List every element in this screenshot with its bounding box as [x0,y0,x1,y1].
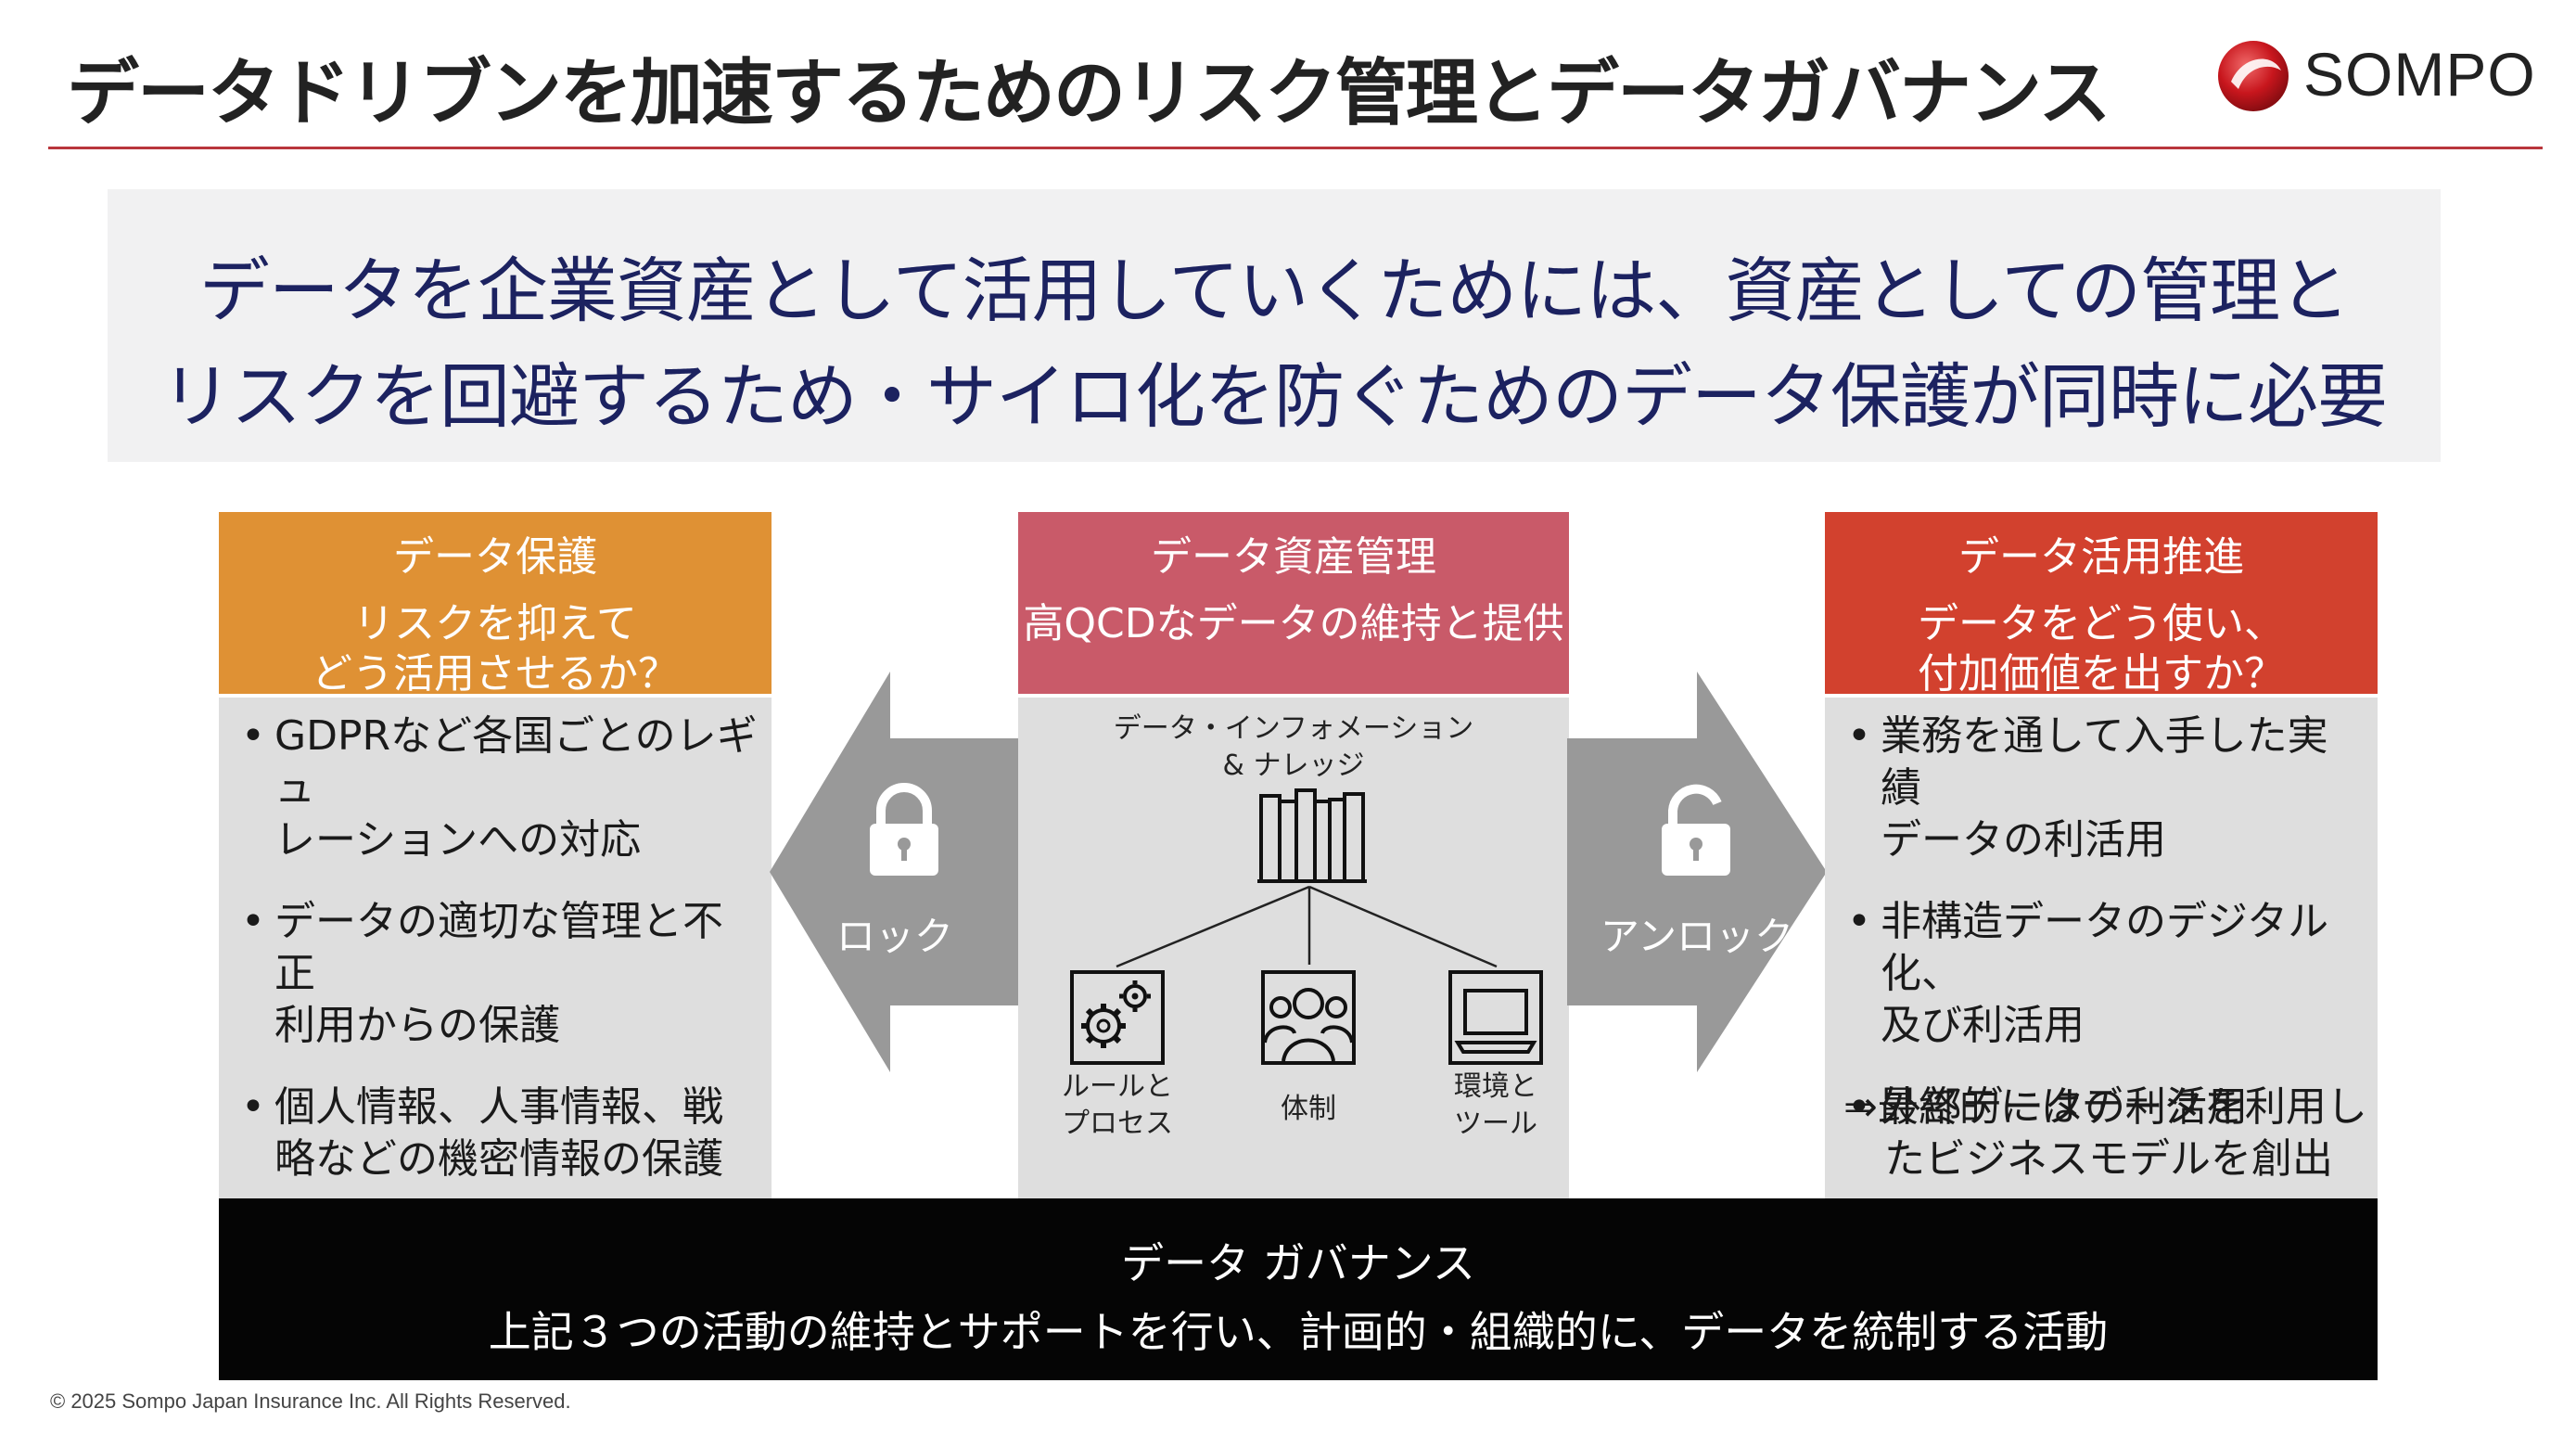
list-item: • データの適切な管理と不正 利用からの保護 [241,898,723,1049]
lock-arrow: ロック [770,672,1020,1072]
list-item: • 非構造データのデジタル化、 及び利活用 [1847,898,2329,1049]
list-item: • GDPRなど各国ごとのレギュ レーションへの対応 [241,712,758,864]
people-icon [1261,970,1356,1065]
data-asset-title: データ資産管理 [1151,533,1436,581]
data-protection-title: データ保護 [393,533,597,581]
organization-label: 体制 [1281,1093,1336,1125]
logo-text: SOMPO [2303,40,2536,109]
lock-icon [870,783,938,876]
banner-line-2: リスクを回避するため・サイロ化を防ぐためのデータ保護が同時に必要 [161,355,2388,438]
list-item: • 外部データの利活用 [1847,1083,2248,1131]
data-utilization-title: データ活用推進 [1958,533,2244,581]
data-utilization-header: データ活用推進 データをどう使い、 付加価値を出すか？ [1825,512,2378,698]
di-label: データ・インフォメーション & ナレッジ [1113,712,1474,782]
data-utilization-subtitle-2: 付加価値を出すか？ [1918,650,2285,698]
page-title: データドリブンを加速するためのリスク管理とデータガバナンス [67,52,2111,135]
list-item: • 業務を通して入手した実績 データの利活用 [1847,712,2328,864]
books-icon [1257,788,1367,883]
copyright: © 2025 Sompo Japan Insurance Inc. All Ri… [50,1389,571,1413]
data-asset-subtitle: 高QCDなデータの維持と提供 [1023,600,1564,647]
data-utilization-subtitle-1: データをどう使い、 [1918,600,2285,647]
environment-tools-label: 環境と ツール [1454,1070,1537,1140]
key-message-banner: データを企業資産として活用していくためには、資産としての管理と リスクを回避する… [108,189,2441,462]
governance-title: データ ガバナンス [1121,1238,1475,1288]
sompo-logo-icon [2218,41,2289,111]
utilization-conclusion: ⇒最終的にはデータを利用し たビジネスモデルを創出 [1843,1083,2367,1183]
data-protection-header: データ保護 リスクを抑えて どう活用させるか？ [219,512,772,698]
data-protection-subtitle-1: リスクを抑えて [353,600,637,647]
sompo-logo: SOMPO [2214,32,2548,121]
unlock-label: アンロック [1600,914,1794,959]
data-protection-subtitle-2: どう活用させるか？ [312,650,679,698]
header-rule [48,147,2543,149]
gears-icon [1070,970,1165,1065]
laptop-icon [1448,970,1543,1065]
data-asset-header: データ資産管理 高QCDなデータの維持と提供 [1018,512,1569,694]
banner-line-1: データを企業資産として活用していくためには、資産としての管理と [198,250,2350,332]
data-utilization-body: • 業務を通して入手した実績 データの利活用 • 非構造データのデジタル化、 及… [1825,698,2378,1198]
data-protection-body: • GDPRなど各国ごとのレギュ レーションへの対応 • データの適切な管理と不… [219,698,772,1198]
data-governance-bar: データ ガバナンス 上記３つの活動の維持とサポートを行い、計画的・組織的に、デー… [219,1198,2378,1380]
governance-description: 上記３つの活動の維持とサポートを行い、計画的・組織的に、データを統制する活動 [488,1307,2109,1357]
unlock-arrow: アンロック [1567,672,1827,1072]
data-asset-body: データ・インフォメーション & ナレッジ [1018,698,1569,1198]
rules-process-label: ルールと プロセス [1062,1070,1173,1140]
lock-label: ロック [835,914,953,959]
unlock-icon [1662,784,1730,876]
list-item: • 個人情報、人事情報、戦 略などの機密情報の保護 [241,1083,723,1183]
